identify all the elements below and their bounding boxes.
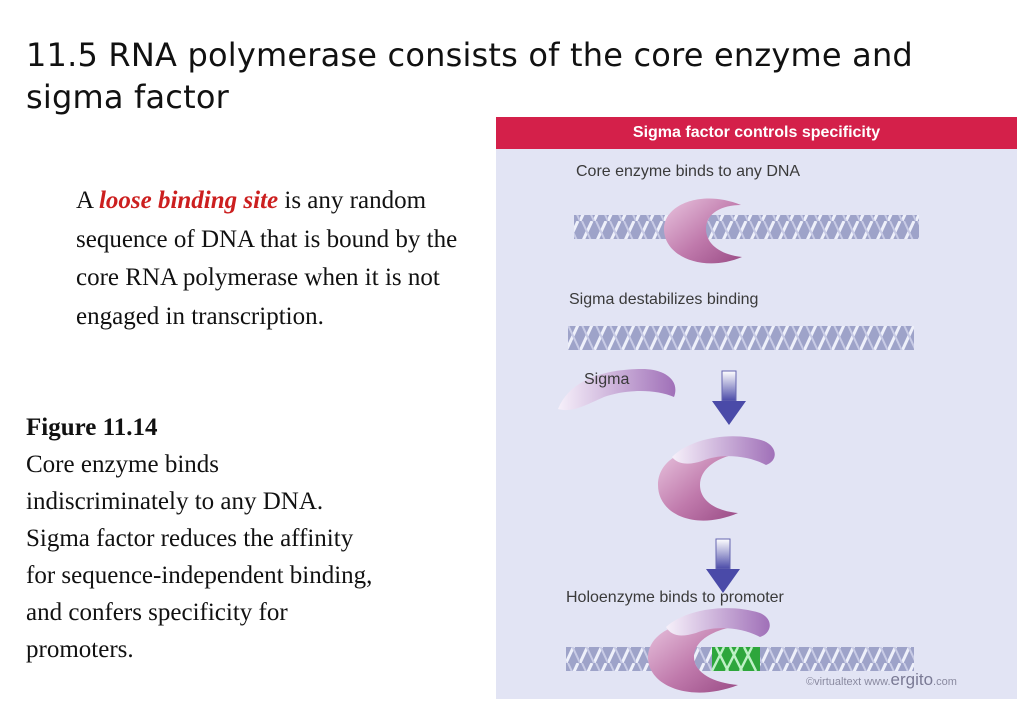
credit-line: ©virtualtext www.ergito.com: [806, 670, 957, 690]
credit-suffix: .com: [933, 676, 957, 688]
caption-line: Core enzyme binds: [26, 451, 220, 478]
slide-title: 11.5 RNA polymerase consists of the core…: [26, 36, 913, 116]
paragraph-rest: is any random sequence of DNA that is bo…: [76, 187, 458, 330]
holoenzyme-bound-sigma: [666, 608, 770, 637]
credit-small: ©virtualtext www.: [806, 676, 891, 688]
holoenzyme: [658, 449, 738, 521]
diagram-header-bar: [496, 117, 1017, 149]
caption-line: indiscriminately to any DNA.: [26, 488, 324, 515]
caption-line: and confers specificity for: [26, 599, 288, 626]
caption-line: Sigma factor reduces the affinity: [26, 525, 354, 552]
sigma-factor: [558, 369, 676, 411]
figure-label: Figure 11.14: [26, 414, 158, 441]
core-enzyme-1: [664, 198, 742, 264]
step2-label: Sigma destabilizes binding: [569, 291, 759, 308]
caption-line: for sequence-independent binding,: [26, 562, 373, 589]
holoenzyme-sigma: [672, 436, 775, 465]
credit-brand: ergito: [890, 670, 934, 689]
promoter-region: [710, 646, 760, 672]
paragraph-prefix: A: [76, 187, 99, 214]
diagram-panel: Sigma factor controls specificity: [496, 117, 1017, 699]
down-arrow-1: [712, 370, 746, 425]
diagram-illustration: [558, 198, 919, 693]
step1-label: Core enzyme binds to any DNA: [576, 163, 801, 180]
sigma-label: Sigma: [584, 371, 630, 388]
holoenzyme-bound: [648, 621, 738, 693]
definition-paragraph: A loose binding site is any random seque…: [76, 182, 486, 336]
step1-dna: [574, 215, 919, 239]
emphasized-term: loose binding site: [98, 187, 279, 214]
figure-caption: Figure 11.14 Core enzyme binds indiscrim…: [26, 409, 496, 668]
step3-label: Holoenzyme binds to promoter: [566, 589, 784, 606]
caption-line: promoters.: [26, 636, 134, 663]
step2-dna: [568, 326, 914, 350]
diagram-title: Sigma factor controls specificity: [632, 124, 881, 141]
down-arrow-2: [706, 538, 740, 593]
